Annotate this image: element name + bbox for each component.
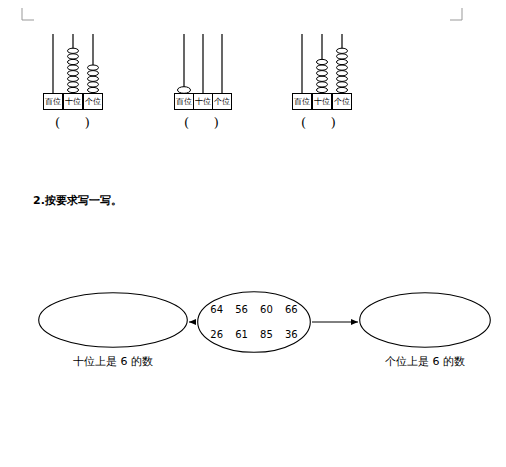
abacus-bead	[337, 54, 348, 59]
abacus-bead	[88, 82, 99, 87]
node-text: 个位	[85, 98, 101, 106]
arrow-connector	[189, 322, 196, 323]
arrow-connector	[312, 322, 358, 323]
abacus-rod	[301, 34, 302, 93]
place-value-box: 十位	[193, 93, 213, 110]
abacus-rod	[202, 34, 203, 93]
answer-blank: ( )	[55, 115, 90, 130]
node-text: 百位	[294, 98, 310, 106]
abacus-bead	[68, 59, 79, 64]
node-text: 个位	[334, 98, 350, 106]
answer-blank: ( )	[184, 115, 219, 130]
place-value-box: 百位	[43, 93, 63, 110]
answer-blank: ( )	[301, 115, 336, 130]
abacus-bead	[337, 59, 348, 64]
abacus-bead	[68, 65, 79, 70]
place-value-box: 十位	[312, 93, 332, 110]
ellipse-outline	[38, 292, 188, 348]
abacus-bead	[88, 87, 99, 92]
abacus-bead	[68, 71, 79, 76]
abacus-bead	[337, 76, 348, 81]
number-ellipse: 64 56 60 66 26 61 85 36	[197, 291, 311, 353]
node-text: 十位	[314, 98, 330, 106]
abacus-bead	[317, 65, 328, 70]
place-value-box: 个位	[212, 93, 232, 110]
abacus-bead	[317, 71, 328, 76]
abacus-bead	[337, 65, 348, 70]
abacus-bead	[68, 87, 79, 92]
abacus-bead	[337, 71, 348, 76]
node-text: 个位	[214, 98, 230, 106]
answer-ellipse: 十位上是 6 的数	[38, 292, 188, 348]
ellipse-outline	[359, 292, 491, 348]
abacus-bead	[88, 71, 99, 76]
place-value-box: 百位	[292, 93, 312, 110]
node-text: 百位	[45, 98, 61, 106]
node-text: 百位	[176, 98, 192, 106]
abacus-bead	[317, 76, 328, 81]
abacus-bead	[88, 76, 99, 81]
question-heading: 2.按要求写一写。	[33, 193, 122, 208]
place-value-box: 个位	[83, 93, 103, 110]
abacus-bead	[317, 82, 328, 87]
abacus-rods	[53, 34, 348, 93]
ellipse-outline	[197, 291, 311, 353]
abacus-bead	[68, 76, 79, 81]
place-value-box: 十位	[63, 93, 83, 110]
place-value-box: 百位	[174, 93, 194, 110]
node-text: 个位上是 6 的数	[385, 354, 465, 369]
abacus-bead	[68, 54, 79, 59]
node-text: 64 56 60 66	[210, 304, 297, 315]
node-text: 十位上是 6 的数	[73, 354, 153, 369]
node-text: 十位	[65, 98, 81, 106]
abacus-bead	[317, 59, 328, 64]
abacus-bead	[337, 82, 348, 87]
abacus-rod	[52, 34, 53, 93]
abacus-rod	[183, 34, 184, 93]
answer-ellipse: 个位上是 6 的数	[359, 292, 491, 348]
node-text: 十位	[195, 98, 211, 106]
abacus-bead	[68, 82, 79, 87]
abacus-bead	[68, 48, 79, 53]
corner-mark	[22, 8, 34, 20]
abacus-rod	[221, 34, 222, 93]
node-text: 26 61 85 36	[210, 329, 297, 340]
abacus-bead	[88, 65, 99, 70]
corner-mark	[450, 8, 462, 20]
abacus-bead	[337, 87, 348, 92]
abacus-bead	[337, 48, 348, 53]
place-value-box: 个位	[332, 93, 352, 110]
abacus-bead	[317, 87, 328, 92]
